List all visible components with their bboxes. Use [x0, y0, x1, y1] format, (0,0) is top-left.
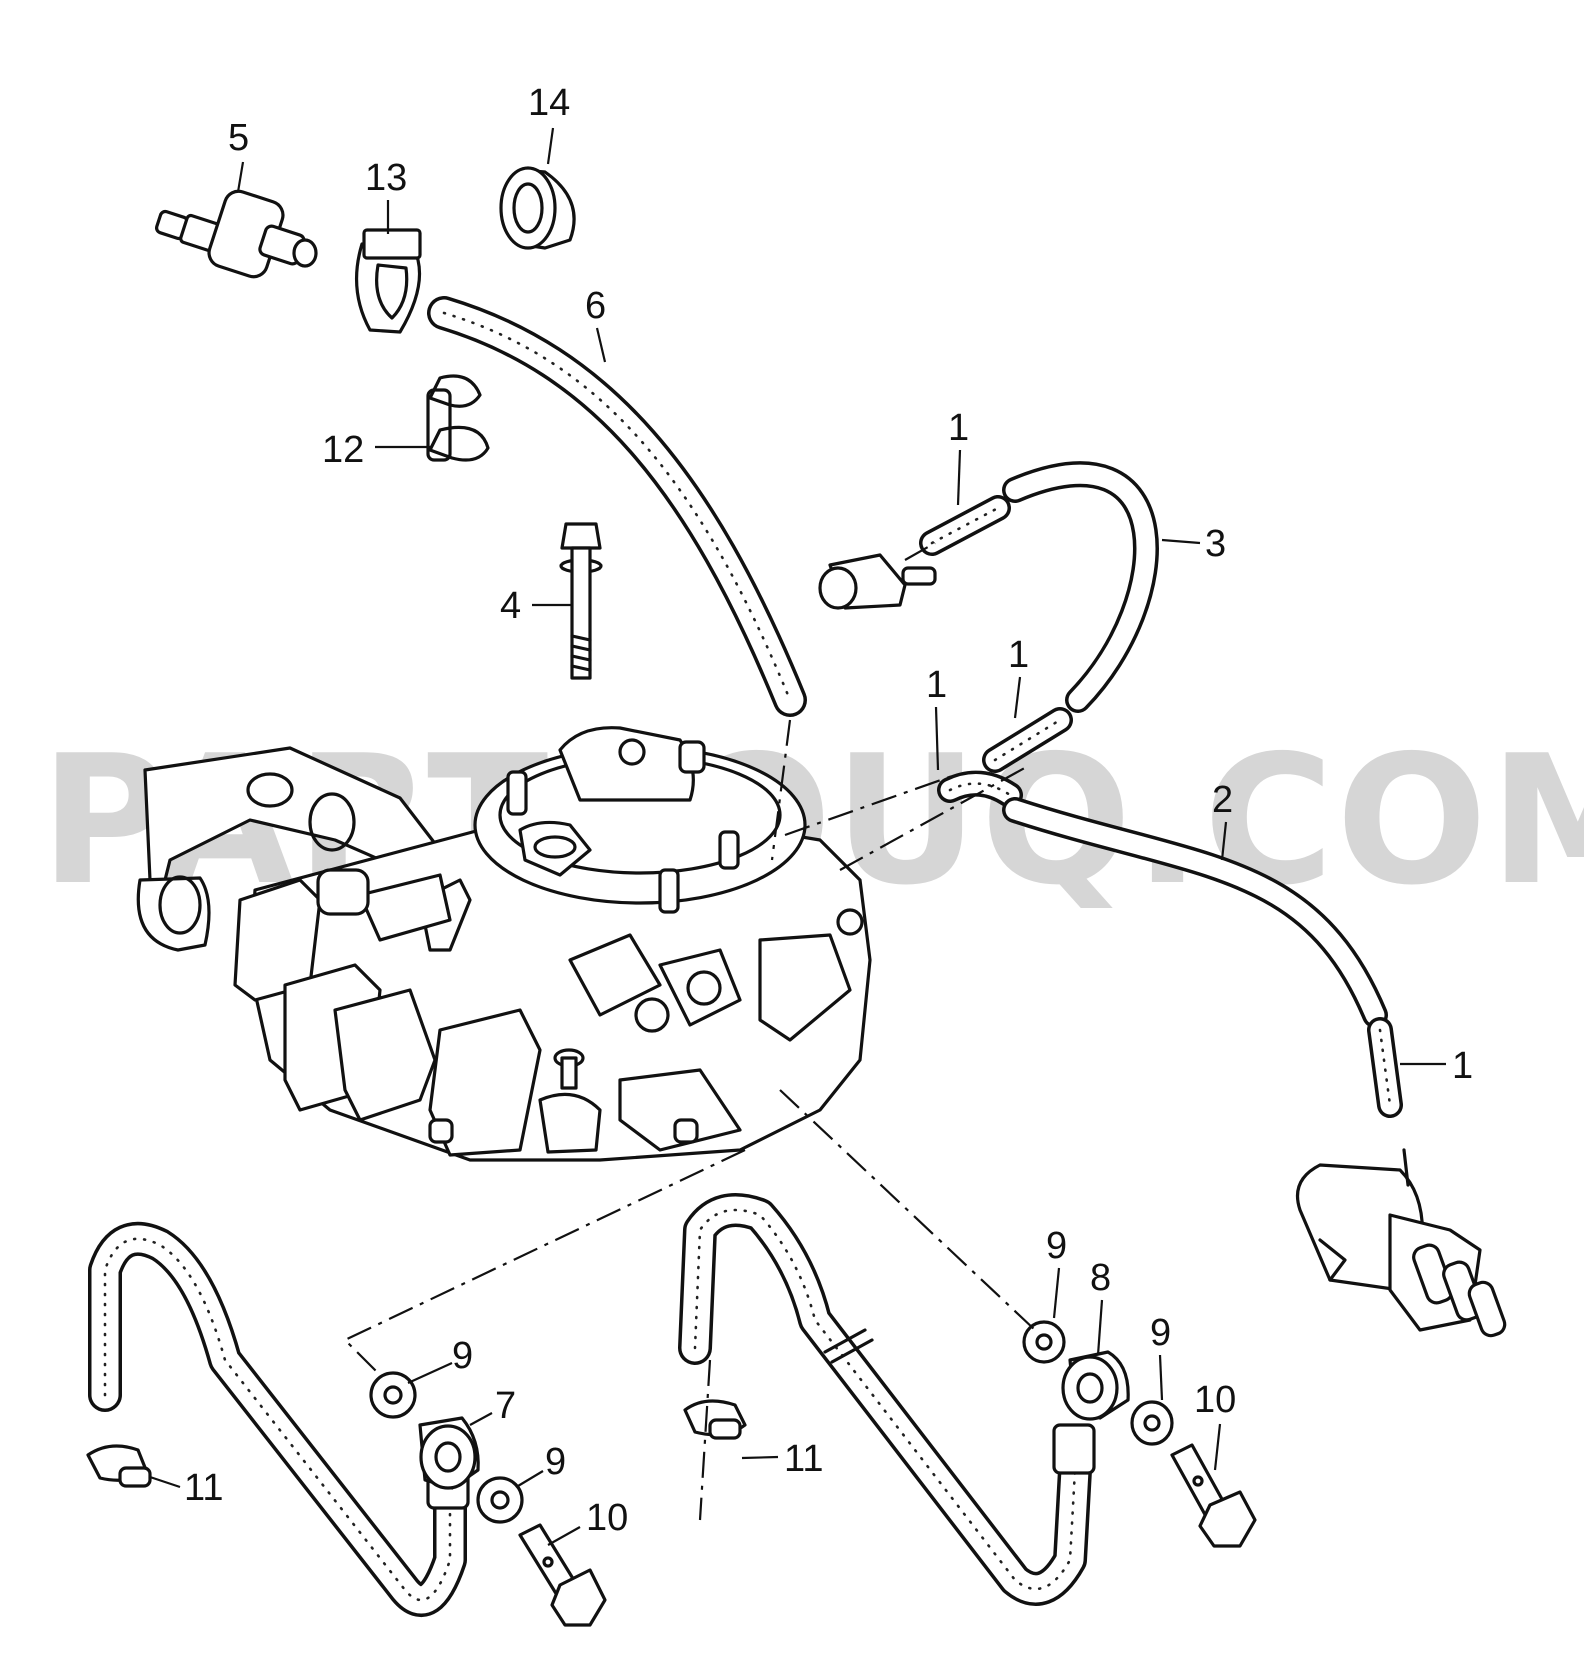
callout-3: 3: [1205, 523, 1226, 565]
callout-1: 1: [1008, 634, 1029, 676]
ref-line: [698, 1359, 712, 1521]
callout-1: 1: [948, 407, 969, 449]
callout-13: 13: [365, 157, 407, 199]
part-9-washer-c[interactable]: [369, 1371, 417, 1419]
ref-line: [770, 719, 792, 861]
part-10-bolt-b[interactable]: [1170, 1443, 1257, 1548]
part-1-hose-a[interactable]: [919, 495, 1011, 556]
part-9-washer-b[interactable]: [1130, 1400, 1174, 1446]
part-9-washer-a[interactable]: [1022, 1320, 1066, 1364]
distributor[interactable]: [1295, 1148, 1508, 1338]
part-6-hose[interactable]: [427, 296, 807, 717]
part-8-banjo[interactable]: [1061, 1350, 1130, 1421]
callout-9: 9: [545, 1441, 566, 1483]
part-11-clamp-b[interactable]: [683, 1399, 747, 1440]
part-connector-top[interactable]: [818, 553, 937, 610]
part-12-clips[interactable]: [426, 374, 490, 462]
part-10-bolt-a[interactable]: [518, 1523, 607, 1627]
callout-6: 6: [585, 285, 606, 327]
hose-lower-left[interactable]: [88, 1221, 470, 1617]
part-1-hose-c[interactable]: [937, 770, 1023, 808]
ref-line: [839, 764, 1031, 871]
part-4-bolt[interactable]: [559, 522, 603, 680]
callout-9: 9: [1046, 1225, 1067, 1267]
callout-10: 10: [586, 1497, 628, 1539]
leader-lines: [149, 127, 1446, 1546]
part-1-hose-d[interactable]: [1367, 1017, 1403, 1118]
part-3-line[interactable]: [1002, 461, 1159, 713]
ref-line: [779, 1089, 1036, 1331]
callout-11: 11: [184, 1467, 223, 1509]
callout-14: 14: [528, 82, 570, 124]
part-11-clamp-a[interactable]: [86, 1444, 152, 1488]
callout-1: 1: [1452, 1045, 1473, 1087]
part-2-line[interactable]: [1002, 797, 1388, 1028]
callout-2: 2: [1212, 779, 1233, 821]
callout-5: 5: [228, 117, 249, 159]
ref-line: [784, 773, 956, 837]
callout-12: 12: [322, 429, 364, 471]
hose-lower-right[interactable]: [678, 1193, 1096, 1606]
callout-1: 1: [926, 664, 947, 706]
callout-10: 10: [1194, 1379, 1236, 1421]
callout-labels: 5 14 13 6 12 1 3 4 1 1 2 1 9 8 9 9 7 9 1…: [184, 82, 1473, 1539]
part-7-banjo[interactable]: [418, 1416, 480, 1490]
ref-line: [343, 1149, 746, 1376]
part-13-clip[interactable]: [354, 228, 422, 334]
part-5-valve[interactable]: [154, 188, 318, 281]
part-14-ring[interactable]: [499, 166, 576, 250]
callout-8: 8: [1090, 1257, 1111, 1299]
callout-4: 4: [500, 585, 521, 627]
part-9-washer-d[interactable]: [476, 1476, 524, 1524]
part-1-hose-b[interactable]: [982, 707, 1073, 773]
callout-9: 9: [452, 1335, 473, 1377]
throttle-body-assembly[interactable]: [136, 726, 872, 1162]
ref-line: [904, 542, 936, 561]
callout-7: 7: [495, 1385, 516, 1427]
callout-11: 11: [784, 1438, 823, 1480]
callout-9: 9: [1150, 1312, 1171, 1354]
